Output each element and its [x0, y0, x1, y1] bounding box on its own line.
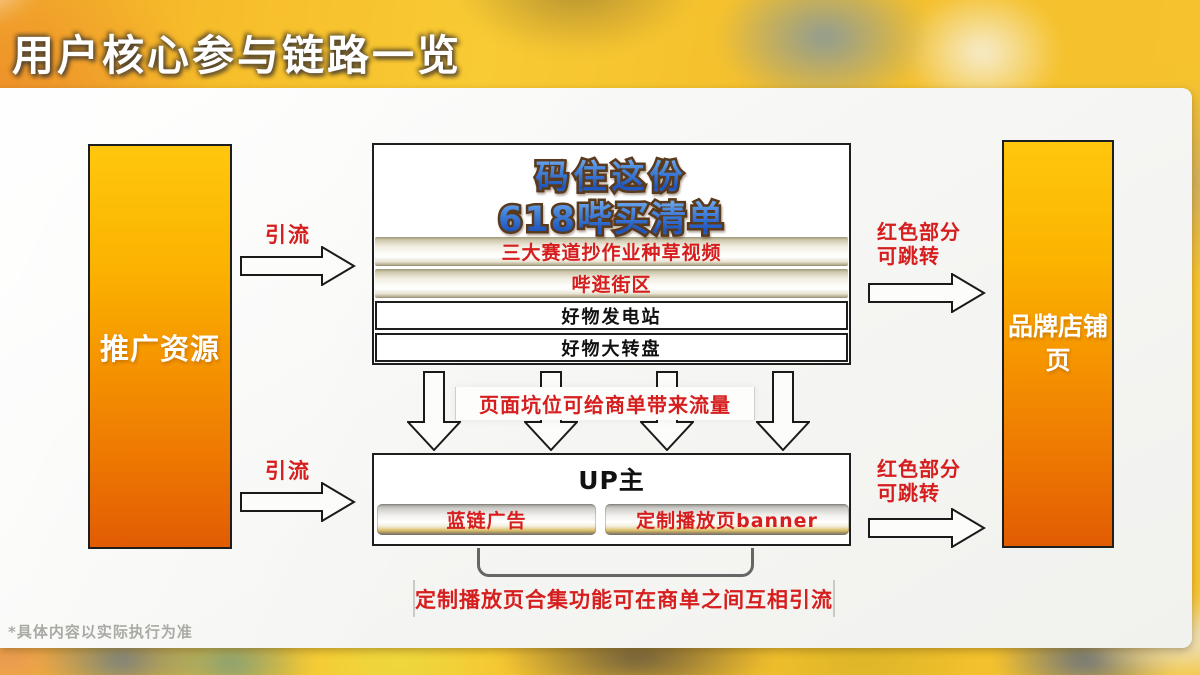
right-arrow-icon [868, 273, 986, 313]
promo-resources-label: 推广资源 [99, 331, 220, 366]
headline-line2-outline: 618哔买清单 [374, 191, 849, 243]
funnel-note: 页面坑位可给商单带来流量 [455, 387, 755, 420]
jump-label-line1: 红色部分 [877, 457, 961, 481]
uploader-item-blue-link-ad: 蓝链广告 [377, 504, 596, 535]
jump-label-line1: 红色部分 [877, 220, 961, 244]
down-arrow-icon [756, 371, 810, 451]
diversion-top-label: 引流 [265, 223, 311, 247]
campaign-list-box: 码住这份 码住这份 618哔买清单 618哔买清单 三大赛道抄作业种草视频 哔逛… [372, 143, 851, 365]
uploader-item-label: 蓝链广告 [446, 510, 527, 532]
uploader-item-label: 定制播放页banner [636, 510, 818, 532]
campaign-row-shopping-street: 哔逛街区 [375, 269, 848, 298]
collection-note-text: 定制播放页合集功能可在商单之间互相引流 [415, 587, 833, 612]
diversion-bottom-label: 引流 [265, 459, 311, 483]
headline-line2: 618哔买清单 [374, 191, 849, 242]
funnel-note-text: 页面坑位可给商单带来流量 [479, 393, 731, 417]
headline-line1: 码住这份 [374, 150, 849, 198]
uploader-item-custom-banner: 定制播放页banner [605, 504, 849, 535]
down-arrow-icon [407, 371, 461, 451]
page-title: 用户核心参与链路一览 [12, 31, 463, 80]
campaign-row-label: 好物大转盘 [561, 338, 662, 360]
campaign-rows: 三大赛道抄作业种草视频 哔逛街区 好物发电站 好物大转盘 [374, 237, 849, 362]
brand-store-label: 品牌店铺页 [1007, 312, 1108, 375]
jump-label-line2: 可跳转 [877, 481, 940, 505]
jump-bottom-label: 红色部分 可跳转 [877, 457, 961, 505]
bracket-shape [477, 548, 754, 577]
campaign-row-wheel: 好物大转盘 [375, 333, 848, 362]
jump-label-line2: 可跳转 [877, 244, 940, 268]
right-arrow-icon [240, 482, 356, 522]
promo-resources-box: 推广资源 [88, 144, 232, 549]
footnote: *具体内容以实际执行为准 [8, 623, 193, 641]
right-arrow-icon [240, 246, 356, 286]
right-arrow-icon [868, 508, 986, 548]
campaign-headline: 码住这份 码住这份 618哔买清单 618哔买清单 [374, 150, 849, 243]
campaign-row-label: 好物发电站 [561, 306, 662, 328]
campaign-row-power-station: 好物发电站 [375, 301, 848, 330]
brand-store-box: 品牌店铺页 [1002, 140, 1114, 548]
headline-line1-outline: 码住这份 [374, 150, 849, 199]
jump-top-label: 红色部分 可跳转 [877, 220, 961, 268]
campaign-row-label: 三大赛道抄作业种草视频 [501, 242, 722, 264]
collection-note: 定制播放页合集功能可在商单之间互相引流 [413, 580, 835, 617]
campaign-row-label: 哔逛街区 [571, 274, 652, 296]
campaign-row-seeding-videos: 三大赛道抄作业种草视频 [375, 237, 848, 266]
uploader-title: UP主 [578, 466, 645, 495]
uploader-box: UP主 蓝链广告 定制播放页banner [372, 453, 851, 546]
